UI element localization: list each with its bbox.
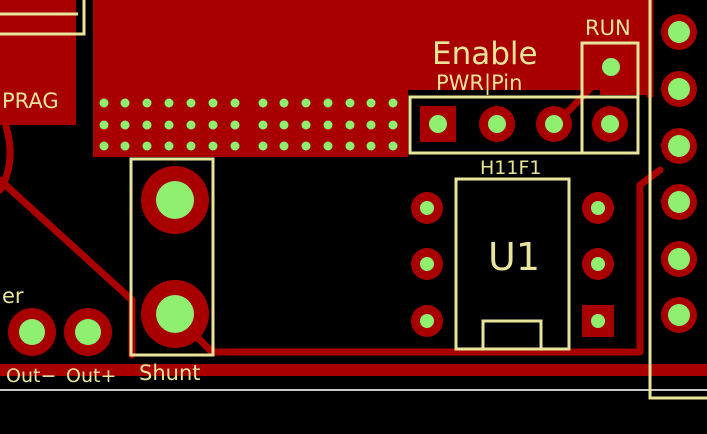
shunt-pad-2-drill <box>156 295 194 333</box>
header-pad-1-drill <box>429 115 447 133</box>
label-pwr-pin: PWR|Pin <box>436 71 522 96</box>
label-h11f1: H11F1 <box>480 157 541 179</box>
label-er: er <box>2 284 24 308</box>
pads <box>8 14 697 356</box>
copper-pours <box>0 0 650 157</box>
shunt-pad-1-drill <box>156 181 194 219</box>
silkscreen-outlines <box>0 0 707 400</box>
silkscreen-labels: PRAG Enable PWR|Pin RUN H11F1 U1 er Out−… <box>2 16 631 387</box>
label-out-plus: Out+ <box>66 365 116 387</box>
trace-bottom-long <box>171 166 664 356</box>
copper-pour-main <box>93 0 650 157</box>
label-shunt: Shunt <box>139 361 201 385</box>
label-prag: PRAG <box>2 89 59 113</box>
label-run: RUN <box>585 16 631 40</box>
header-pad-4-drill <box>601 115 619 133</box>
run-outline <box>580 41 640 155</box>
header-pad-3-drill <box>545 115 563 133</box>
u1-notch <box>481 319 543 349</box>
label-out-minus: Out− <box>6 365 56 387</box>
top-left-outline <box>0 0 86 36</box>
copper-pour-left <box>0 0 76 125</box>
right-connector-outline <box>648 0 707 400</box>
via-grid <box>99 98 398 151</box>
label-enable: Enable <box>432 36 538 72</box>
trace-left-arc <box>0 116 14 194</box>
header-pad-2-drill <box>488 115 506 133</box>
run-pad-drill <box>602 58 620 76</box>
label-u1: U1 <box>488 235 540 279</box>
shunt-outline <box>129 157 215 357</box>
u1-outline <box>454 177 571 351</box>
